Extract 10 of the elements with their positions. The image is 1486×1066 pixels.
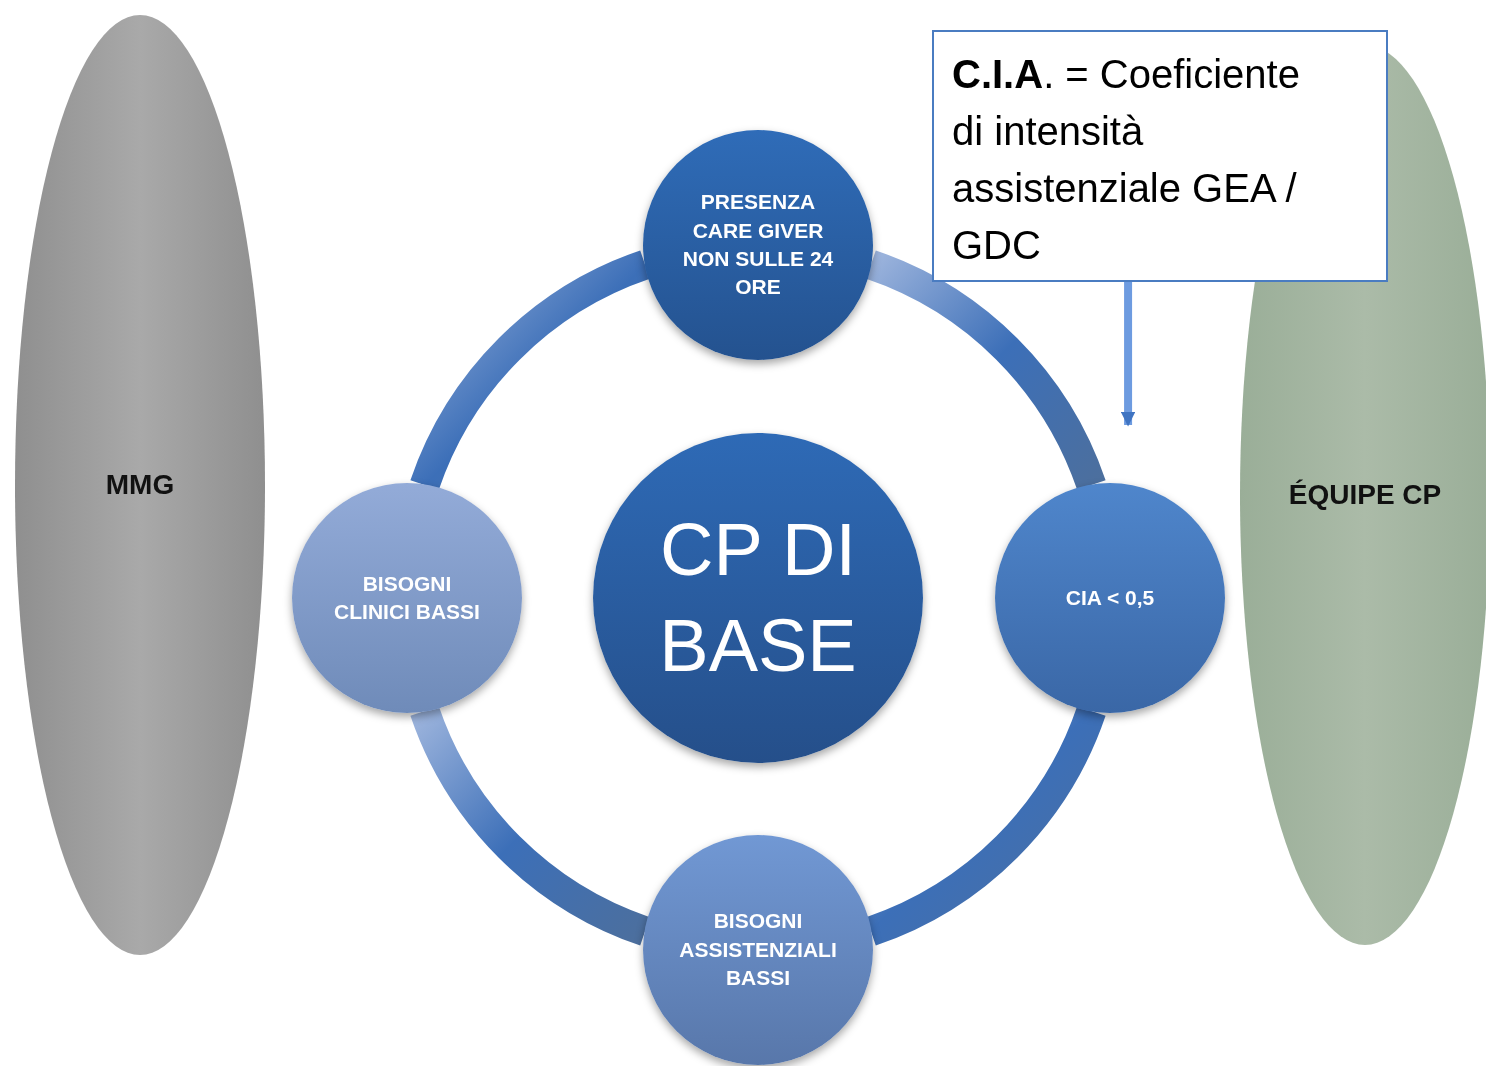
circle-label: PRESENZA CARE GIVER NON SULLE 24 ORE <box>681 189 835 301</box>
callout-tooltip <box>932 30 1388 282</box>
circle-label: BISOGNI ASSISTENZIALI BASSI <box>678 908 838 992</box>
circle-label: CIA < 0,5 <box>1065 584 1155 611</box>
center-label: CP DI BASE <box>658 506 858 689</box>
callout-text: C.I.A. = Coeficiente di intensità assistenziale GEA / GDC <box>952 51 1301 269</box>
arrow <box>1120 282 1136 427</box>
oval-label: ÉQUIPE CP <box>1288 478 1442 513</box>
oval-label: MMG <box>105 468 175 503</box>
circle-label: BISOGNI CLINICI BASSI <box>333 570 481 625</box>
